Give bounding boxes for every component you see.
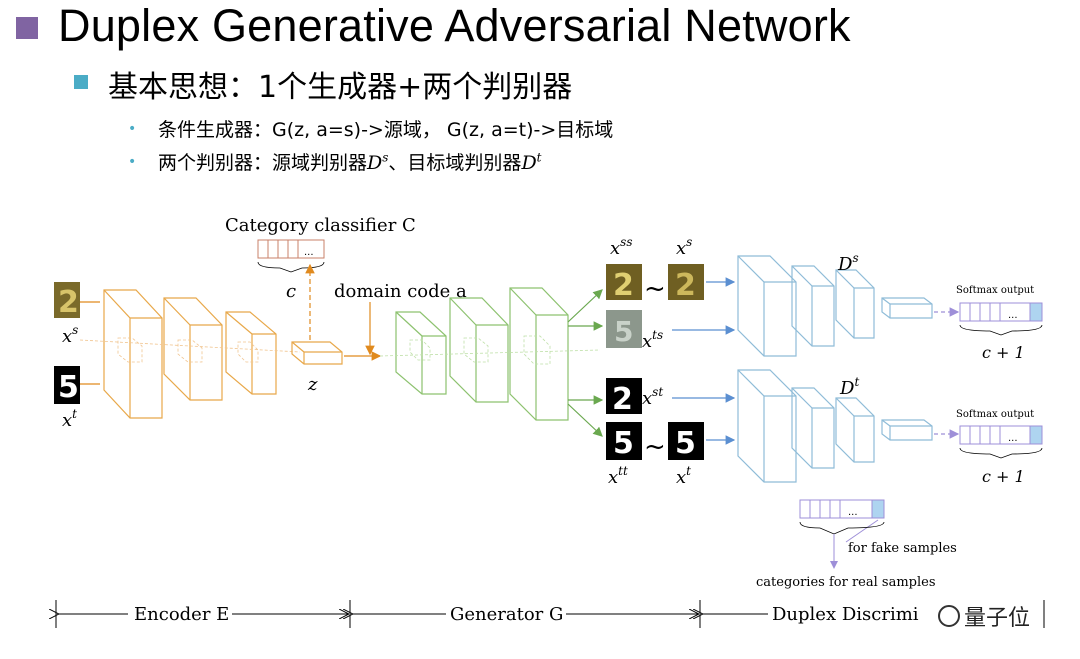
classifier-ellipsis: ... [304,247,314,258]
xst-label: xst [642,385,663,409]
bullet2-text: 两个判别器：源域判别器 [158,152,368,174]
category-classifier-label: Category classifier C [225,215,416,236]
softmax-brace [959,324,1043,336]
xss-image: 2 [606,264,642,303]
xs-source-image: 2 [54,282,80,320]
tilde-icon: ~ [644,432,666,462]
xs-real-image: 2 [668,264,704,303]
svg-text:5: 5 [58,370,79,405]
for-fake-samples-label: for fake samples [848,541,957,556]
wechat-icon [938,605,960,627]
xt-label: xt [62,407,77,431]
xt2-label: xt [676,464,691,488]
softmax-output-dt [959,425,1043,445]
encoder-section-label: Encoder E [134,604,229,625]
svg-text:5: 5 [614,315,633,348]
z-vector [291,341,343,365]
bullet-dot-icon: • [128,154,137,170]
slide-subtitle: 基本思想：1个生成器+两个判别器 [108,70,573,105]
xtt-label: xtt [608,464,628,488]
z-label: z [307,374,318,395]
bullet-generator: 条件生成器：G(z, a=s)->源域， G(z, a=t)->目标域 [158,119,614,141]
softmax-output-label-1: Softmax output [956,285,1034,296]
c-plus-1-ds: c + 1 [982,343,1025,362]
encoder-kernels [79,337,301,363]
duplex-discriminator-section-label: Duplex Discrimi [772,604,919,625]
svg-text:5: 5 [675,426,696,461]
generator-section-label: Generator G [450,604,563,625]
legend-ellipsis: ... [848,507,858,518]
slide-title: Duplex Generative Adversarial Network [58,0,851,51]
bullet-discriminators: 两个判别器：源域判别器Ds、目标域判别器Dt [158,148,542,175]
xtt-image: 5 [606,422,642,461]
bullet2-ds: Ds [367,150,389,174]
xts-label: xts [642,328,663,352]
c-label: c [286,281,296,302]
legend-brace [799,521,885,535]
title-bullet-icon [16,17,38,39]
softmax-output-label-2: Softmax output [956,409,1034,420]
classifier-brace [257,261,325,273]
softmax-ellipsis: ... [1008,433,1018,444]
xs2-label: xs [676,235,692,259]
generator-kernels [379,335,601,365]
softmax-brace [959,447,1043,459]
gen-output-arrow [567,289,603,323]
xst-image: 2 [606,378,642,417]
softmax-ellipsis: ... [1008,310,1018,321]
watermark-logo: 量子位 [936,600,1033,632]
svg-text:2: 2 [612,382,633,417]
ds-label: Ds [837,251,859,275]
category-classifier-output [257,239,325,259]
svg-text:2: 2 [58,285,79,320]
legend-fake-pointer [845,519,879,543]
svg-text:5: 5 [613,426,634,461]
xts-image: 5 [606,310,642,348]
generator-layer [395,287,569,421]
encoder-layer [103,289,277,419]
c-plus-1-dt: c + 1 [982,467,1025,486]
discriminator-ds [737,255,933,357]
output-legend-vector [799,499,885,519]
domain-code-label: domain code a [334,281,467,302]
xss-label: xss [610,235,632,259]
tilde-icon: ~ [644,274,666,304]
xs-label: xs [62,323,78,347]
section-ruler [56,600,1045,628]
bullet2-mid: 、目标域判别器 [388,152,522,174]
bullet-dot-icon: • [128,121,137,137]
xt-real-image: 5 [668,422,704,461]
svg-text:2: 2 [675,268,696,303]
softmax-output-ds [959,302,1043,322]
xt-target-image: 5 [54,366,80,405]
categories-real-samples-label: categories for real samples [756,575,936,590]
subtitle-bullet-icon [74,75,88,89]
gen-output-arrow [567,403,603,437]
dt-label: Dt [839,375,859,399]
discriminator-dt [737,369,933,483]
bullet2-dt: Dt [521,150,542,174]
svg-text:2: 2 [613,268,634,303]
